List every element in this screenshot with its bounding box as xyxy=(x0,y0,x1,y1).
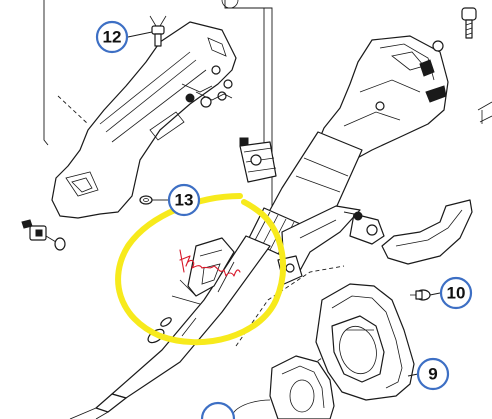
leader-12 xyxy=(127,31,153,38)
callout-10-label: 10 xyxy=(447,284,466,303)
adjust-lever xyxy=(343,199,473,265)
callout-9-label: 9 xyxy=(428,365,437,384)
handwritten-annotation xyxy=(179,249,241,277)
highlight-loop xyxy=(115,193,286,346)
callout-partial-bottom xyxy=(200,401,236,419)
leader-9 xyxy=(407,373,419,377)
callout-13: 13 xyxy=(167,183,201,217)
leader-10 xyxy=(429,292,441,296)
callout-13-label: 13 xyxy=(175,191,194,210)
edge-part xyxy=(477,101,492,124)
callout-12: 12 xyxy=(95,20,129,54)
mounting-bracket xyxy=(51,21,237,219)
washer xyxy=(139,195,153,205)
column-bracket xyxy=(171,237,235,305)
frame-lines xyxy=(43,0,273,230)
callout-9: 9 xyxy=(416,357,450,391)
trim-screw xyxy=(410,289,431,301)
bracket-screw xyxy=(149,15,167,47)
middle-clip xyxy=(239,137,277,183)
callout-12-label: 12 xyxy=(103,28,122,47)
steering-column xyxy=(69,35,449,419)
left-clip-bolt xyxy=(21,219,66,251)
trim-shroud xyxy=(235,265,415,401)
callout-10: 10 xyxy=(439,276,473,310)
top-screw xyxy=(461,7,477,39)
